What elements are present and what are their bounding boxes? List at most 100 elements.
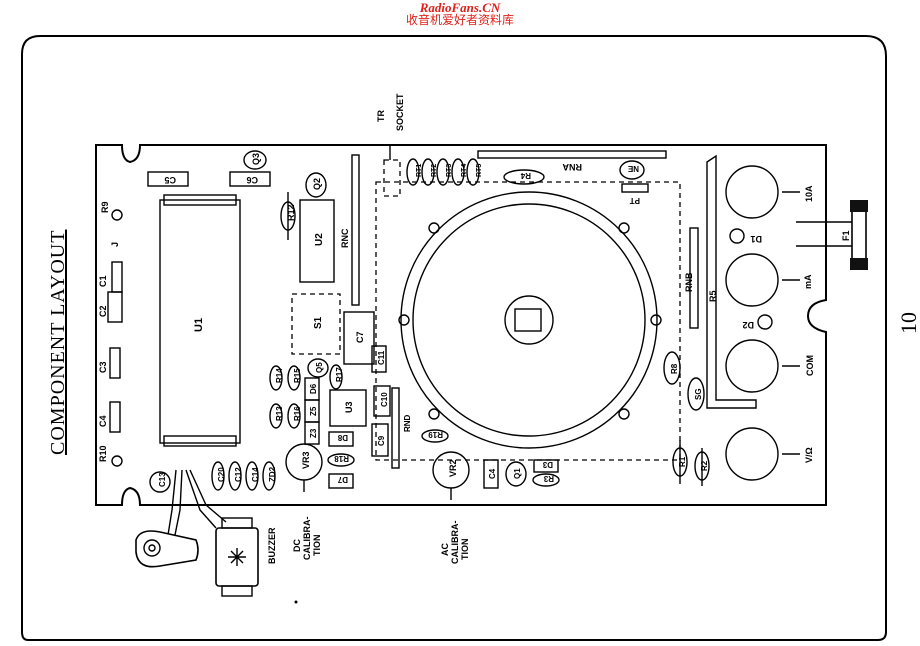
- meter-outline: [375, 181, 681, 461]
- q5-part: [307, 358, 329, 378]
- r19-part: [421, 429, 449, 443]
- r17-label: R17: [335, 367, 344, 382]
- d3-label: D3: [542, 460, 553, 469]
- meter-mount-holes: [398, 222, 662, 420]
- r3-part: [532, 473, 560, 487]
- d6-label: D6: [309, 383, 318, 394]
- watermark-line2: 收音机爱好者资料库: [405, 13, 514, 27]
- r14-label: R14: [275, 368, 284, 383]
- ne-label: NE: [627, 164, 639, 173]
- c6-label: C6: [246, 175, 258, 185]
- c14-label: C14: [251, 467, 260, 482]
- r10-pad: [111, 455, 123, 467]
- u1-pins-bottom: [163, 435, 237, 447]
- buzzer-tab-bottom: [221, 585, 253, 597]
- zd2-label: ZD2: [268, 466, 277, 482]
- rt4-label: RT4: [461, 164, 468, 177]
- buzzer-tab-top: [221, 517, 253, 529]
- c6-part: [229, 171, 271, 187]
- jack-10a[interactable]: [725, 165, 779, 219]
- d2-part: [757, 314, 773, 330]
- jack-ma[interactable]: [725, 253, 779, 307]
- c7-label: C7: [355, 331, 365, 343]
- vr3-label: VR3: [301, 451, 311, 469]
- buzzer-label: BUZZER: [267, 527, 277, 564]
- q3-part: [243, 150, 267, 170]
- c4-label: C4: [98, 415, 108, 427]
- watermark: RadioFans.CN 收音机爱好者资料库: [0, 0, 920, 27]
- rt1-label: RT1: [416, 164, 423, 177]
- c13-part: [149, 471, 171, 493]
- pt-label: PT: [630, 196, 640, 205]
- ac-calibration-line3: TION: [460, 539, 470, 561]
- resistor-cluster-upper: [269, 365, 301, 429]
- z5-label: Z5: [309, 406, 318, 416]
- r15-label: R15: [293, 368, 302, 383]
- c2-part: [107, 291, 123, 323]
- c2-label: C2: [98, 305, 108, 317]
- battery-snap-terminal: [143, 539, 161, 557]
- rt-cluster: [406, 158, 480, 186]
- jack-vo-label: V/Ω: [804, 447, 814, 463]
- r2-label: R2: [700, 460, 709, 471]
- meter-outer-ring: [400, 191, 658, 449]
- battery-snap-terminal-inner: [148, 544, 156, 552]
- r5-label: R5: [708, 290, 718, 302]
- jack-com[interactable]: [725, 339, 779, 393]
- rt2-label: RT2: [431, 164, 438, 177]
- c1-part: [111, 261, 123, 293]
- d8-part: [328, 431, 354, 447]
- c3-label: C3: [98, 361, 108, 373]
- ac-calibration-line2: CALIBRA-: [450, 521, 460, 565]
- pcb-board: [95, 144, 827, 506]
- z3-label: Z3: [309, 428, 318, 438]
- r18-part: [327, 453, 355, 467]
- u2-label: U2: [314, 233, 325, 246]
- battery-snap: [135, 530, 199, 568]
- d1-label: D1: [750, 234, 762, 244]
- d8-label: D8: [337, 433, 348, 442]
- jack-vo[interactable]: [725, 427, 779, 481]
- r12-label: R12: [286, 204, 296, 221]
- sg-part: [687, 377, 705, 411]
- r4-part: [503, 169, 545, 185]
- diagram-title: COMPONENT LAYOUT: [47, 230, 69, 455]
- pt-part: [621, 183, 649, 193]
- dc-calibration-line2: CALIBRA-: [302, 517, 312, 561]
- r1-part: [672, 447, 688, 477]
- c20-label: C20: [217, 467, 226, 482]
- c13-label: C13: [158, 472, 167, 487]
- rnb-label: RNB: [684, 272, 694, 292]
- f1-label: F1: [841, 230, 851, 241]
- watermark-line1: RadioFans.CN: [419, 0, 501, 15]
- c12-label: C12: [234, 467, 243, 482]
- stray-dot: [294, 600, 298, 604]
- r2-part: [694, 451, 710, 481]
- r9-label: R9: [100, 201, 110, 213]
- rnc-label: RNC: [340, 228, 350, 248]
- rt5-label: RT5: [476, 164, 483, 177]
- r13-label: R13: [275, 406, 284, 421]
- c7-part: [343, 311, 375, 365]
- c9-part: [371, 423, 389, 457]
- c5-part: [147, 171, 189, 187]
- d7-label: D7: [337, 475, 348, 484]
- r3-label: R3: [543, 474, 554, 483]
- r9-pad: [111, 209, 123, 221]
- c1-label: C1: [98, 275, 108, 287]
- q2-part: [305, 172, 327, 198]
- sg-label: SG: [694, 388, 703, 400]
- q3-label: Q3: [251, 153, 261, 165]
- tr-socket-box: [383, 159, 401, 197]
- d1-part: [729, 228, 745, 244]
- rnd-label: RND: [403, 414, 412, 432]
- wires: [167, 469, 227, 536]
- f1-cap-bottom: [850, 258, 868, 270]
- u3-label: U3: [344, 401, 354, 413]
- jack-10a-label: 10A: [804, 185, 814, 202]
- r19-label: R19: [428, 430, 443, 439]
- r8-label: R8: [670, 363, 679, 374]
- dc-calibration-line1: DC: [292, 539, 302, 552]
- q1-part: [505, 461, 527, 487]
- c4b-part: [483, 459, 499, 489]
